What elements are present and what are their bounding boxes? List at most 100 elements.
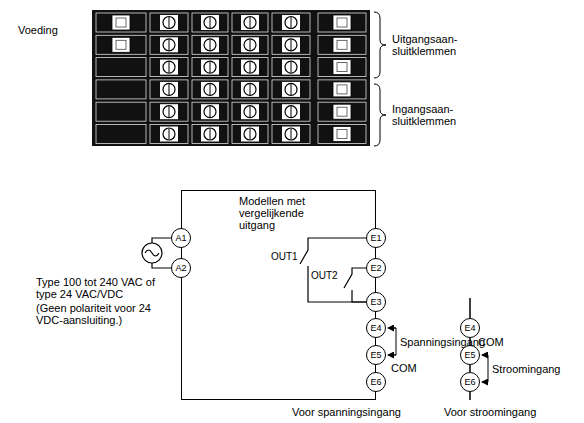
screw-head bbox=[285, 83, 297, 95]
cell-outline bbox=[232, 58, 268, 77]
terminal-circle: E4 bbox=[460, 318, 480, 338]
cell-outline bbox=[192, 58, 228, 77]
cell-outline bbox=[232, 35, 268, 54]
cell-outline bbox=[232, 125, 268, 144]
screw-terminal-icon bbox=[112, 37, 130, 52]
screw-terminal-icon bbox=[160, 104, 178, 119]
screw-head bbox=[204, 128, 216, 140]
screw-slot bbox=[250, 62, 251, 73]
screw-terminal-icon bbox=[201, 37, 219, 52]
screw-head bbox=[204, 106, 216, 118]
screw-terminal-icon bbox=[160, 60, 178, 75]
terminal-circle: E6 bbox=[366, 372, 386, 392]
screw-head bbox=[116, 18, 126, 27]
cell-outline bbox=[96, 13, 146, 32]
screw-slot bbox=[210, 84, 211, 95]
terminal-name: E5 bbox=[370, 350, 381, 360]
screw-terminal-icon bbox=[241, 127, 259, 142]
text-label: (Geen polariteit voor 24 VDC-aansluiting… bbox=[36, 302, 164, 326]
screw-head bbox=[163, 128, 175, 140]
terminal-name: A2 bbox=[175, 263, 186, 273]
cell-outline bbox=[272, 58, 310, 77]
cell-outline bbox=[150, 13, 188, 32]
cell-outline bbox=[192, 35, 228, 54]
relay-output-wire bbox=[300, 238, 366, 302]
screw-head bbox=[337, 18, 347, 27]
cell-outline bbox=[232, 80, 268, 99]
text-label: Stroomingang bbox=[492, 363, 561, 375]
cell-outline bbox=[272, 13, 310, 32]
screw-head bbox=[285, 128, 297, 140]
screw-slot bbox=[250, 39, 251, 50]
screw-terminal-icon bbox=[282, 60, 300, 75]
cell-outline bbox=[318, 80, 366, 99]
screw-slot bbox=[250, 106, 251, 117]
screw-slot bbox=[291, 84, 292, 95]
device-housing: Modellen met vergelijkende uitgang bbox=[181, 190, 376, 400]
terminal-circle: E2 bbox=[366, 258, 386, 278]
screw-head bbox=[163, 106, 175, 118]
arrow bbox=[482, 382, 488, 383]
cell-outline bbox=[96, 125, 146, 144]
cell-outline bbox=[192, 80, 228, 99]
screw-terminal-icon bbox=[282, 37, 300, 52]
arrow bbox=[388, 355, 396, 356]
screw-slot bbox=[291, 106, 292, 117]
cell-outline bbox=[318, 102, 366, 121]
screw-slot bbox=[250, 129, 251, 140]
terminal-circle: E1 bbox=[366, 228, 386, 248]
screw-head bbox=[285, 17, 297, 29]
screw-terminal-icon bbox=[241, 60, 259, 75]
screw-terminal-icon bbox=[201, 82, 219, 97]
cell-outline bbox=[272, 80, 310, 99]
ac-tilde bbox=[145, 250, 159, 256]
cell-outline bbox=[232, 102, 268, 121]
cell-outline bbox=[232, 13, 268, 32]
screw-terminal-icon bbox=[241, 37, 259, 52]
cell-outline bbox=[318, 35, 366, 54]
screw-slot bbox=[169, 129, 170, 140]
screw-head bbox=[337, 63, 347, 72]
cell-outline bbox=[318, 13, 366, 32]
screw-slot bbox=[169, 62, 170, 73]
screw-terminal-icon bbox=[160, 82, 178, 97]
screw-head bbox=[285, 61, 297, 73]
screw-head bbox=[244, 39, 256, 51]
terminal-circle: A1 bbox=[171, 228, 191, 248]
cell-outline bbox=[192, 125, 228, 144]
screw-head bbox=[337, 85, 347, 94]
screw-terminal-icon bbox=[333, 60, 351, 75]
screw-terminal-icon bbox=[112, 15, 130, 30]
screw-terminal-icon bbox=[201, 60, 219, 75]
terminal-cells bbox=[96, 13, 366, 144]
cell-outline bbox=[150, 125, 188, 144]
cell-outline bbox=[96, 58, 146, 77]
cell-outline bbox=[318, 58, 366, 77]
terminal-name: E4 bbox=[370, 323, 381, 333]
screw-terminal-icon bbox=[333, 127, 351, 142]
screw-slot bbox=[210, 106, 211, 117]
output-label: OUT2 bbox=[311, 270, 338, 282]
cell-outline bbox=[96, 80, 146, 99]
screw-terminal-icon bbox=[333, 37, 351, 52]
screw-head bbox=[244, 106, 256, 118]
screw-slot bbox=[169, 39, 170, 50]
screw-slot bbox=[210, 62, 211, 73]
screw-terminal-icon bbox=[333, 15, 351, 30]
terminal-circle: E6 bbox=[460, 372, 480, 392]
screw-head bbox=[337, 107, 347, 116]
screw-slot bbox=[210, 129, 211, 140]
screw-head bbox=[204, 17, 216, 29]
arrow bbox=[482, 355, 488, 356]
screw-slot bbox=[291, 17, 292, 28]
cell-outline bbox=[150, 35, 188, 54]
cell-outline bbox=[318, 125, 366, 144]
terminal-block-body bbox=[92, 10, 370, 146]
screw-head bbox=[204, 39, 216, 51]
cell-outline bbox=[272, 125, 310, 144]
screw-slot bbox=[291, 39, 292, 50]
screw-head bbox=[163, 61, 175, 73]
screw-head bbox=[163, 17, 175, 29]
arrow bbox=[388, 328, 396, 329]
terminal-name: E6 bbox=[464, 377, 475, 387]
